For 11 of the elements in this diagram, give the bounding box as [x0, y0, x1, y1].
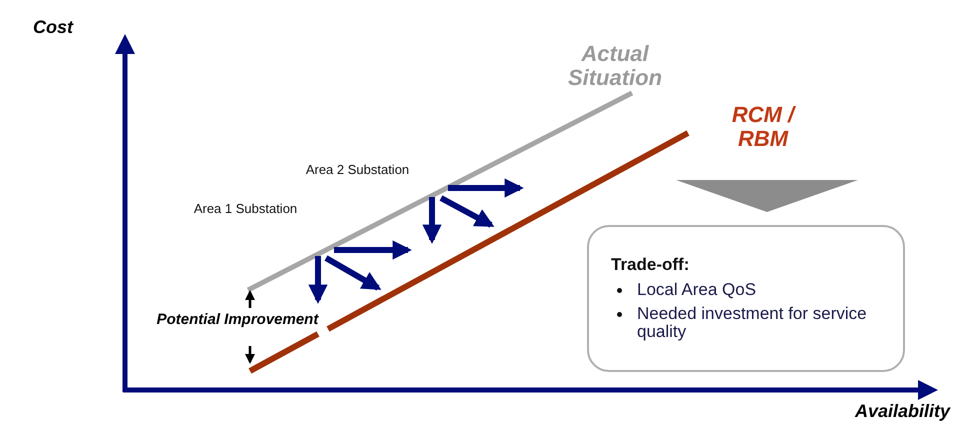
note-card [587, 225, 905, 372]
substation-label: Area 1 Substation [193, 202, 298, 216]
bullet-item: Needed investment for service quality [637, 305, 867, 341]
line-label: RCM / RBM [730, 103, 797, 152]
improvement-label: Potential Improvement [156, 312, 320, 328]
bullet-item: Local Area QoS [637, 281, 758, 299]
substation-label: Area 2 Substation [305, 163, 410, 178]
card-heading: Trade-off: [611, 255, 690, 275]
axis-title: Availability [854, 402, 950, 421]
axis-title: Cost [33, 18, 74, 38]
line-label: Actual Situation [566, 42, 664, 90]
